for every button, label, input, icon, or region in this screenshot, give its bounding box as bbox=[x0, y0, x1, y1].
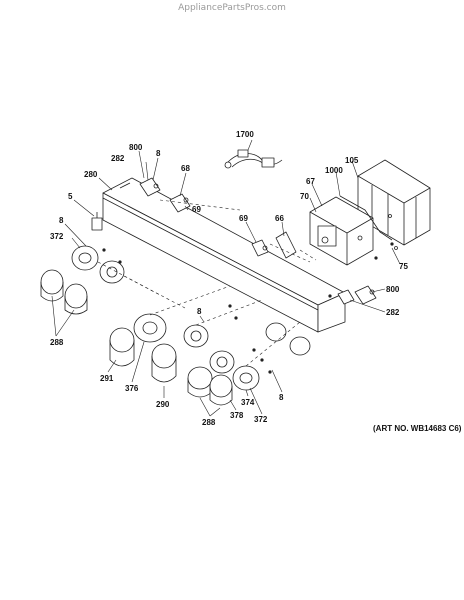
bracket-282-right bbox=[337, 289, 355, 305]
switch-800-right bbox=[354, 285, 377, 305]
callout-8-top: 8 bbox=[156, 149, 161, 158]
switch-69-right bbox=[251, 239, 269, 257]
callout-288-left: 288 bbox=[50, 338, 64, 347]
knob-290 bbox=[151, 343, 177, 383]
bezel-right-upper bbox=[265, 322, 311, 356]
watermark-text: AppliancePartsPros.com bbox=[178, 3, 286, 13]
bezel-center bbox=[183, 324, 209, 348]
knob-288-lower-b bbox=[209, 374, 233, 406]
spark-switch bbox=[91, 212, 103, 231]
mounting-bracket bbox=[339, 195, 398, 250]
spark-module-plate bbox=[275, 231, 297, 259]
callout-378: 378 bbox=[230, 411, 244, 420]
callout-8-left: 8 bbox=[59, 216, 64, 225]
callout-372-lower: 372 bbox=[254, 415, 268, 424]
callout-1700: 1700 bbox=[236, 130, 254, 139]
knob-288-left-b bbox=[64, 283, 88, 315]
callout-69-right: 69 bbox=[239, 214, 248, 223]
bezel-376 bbox=[133, 313, 167, 343]
bezel-left-lower bbox=[99, 260, 125, 284]
knob-291 bbox=[109, 327, 135, 367]
assembly-lines bbox=[97, 199, 317, 367]
control-panel bbox=[102, 177, 346, 333]
callout-69-left: 69 bbox=[192, 205, 201, 214]
wire-harness bbox=[224, 149, 283, 169]
callout-67: 67 bbox=[306, 177, 315, 186]
callout-374: 374 bbox=[241, 398, 255, 407]
control-board-box bbox=[357, 159, 431, 246]
callout-800-top: 800 bbox=[129, 143, 143, 152]
screws bbox=[102, 242, 394, 374]
switch-68 bbox=[169, 193, 191, 213]
clock-module bbox=[309, 196, 374, 266]
callout-labels: 1700 800 282 8 68 280 5 69 105 1000 67 7… bbox=[50, 130, 408, 427]
callout-280: 280 bbox=[84, 170, 98, 179]
callout-290: 290 bbox=[156, 400, 170, 409]
callout-8-lower: 8 bbox=[279, 393, 284, 402]
art-number-label: (ART NO. WB14683 C6) bbox=[373, 424, 462, 433]
callout-372-left: 372 bbox=[50, 232, 64, 241]
callout-68: 68 bbox=[181, 164, 190, 173]
leader-lines bbox=[51, 139, 401, 417]
callout-288-lower: 288 bbox=[202, 418, 216, 427]
callout-282-top: 282 bbox=[111, 154, 125, 163]
bezel-lower-mid bbox=[209, 350, 235, 374]
callout-8-center: 8 bbox=[197, 307, 202, 316]
callout-75: 75 bbox=[399, 262, 408, 271]
callout-70: 70 bbox=[300, 192, 309, 201]
knob-288-left-a bbox=[40, 269, 64, 302]
callout-282-right: 282 bbox=[386, 308, 400, 317]
callout-291: 291 bbox=[100, 374, 114, 383]
callout-105: 105 bbox=[345, 156, 359, 165]
callout-800-right: 800 bbox=[386, 285, 400, 294]
bezel-374 bbox=[232, 365, 260, 391]
bezel-left-upper bbox=[71, 245, 99, 271]
callout-1000: 1000 bbox=[325, 166, 343, 175]
callout-376: 376 bbox=[125, 384, 139, 393]
callout-66: 66 bbox=[275, 214, 284, 223]
knob-288-lower-a bbox=[187, 366, 213, 398]
callout-5: 5 bbox=[68, 192, 73, 201]
